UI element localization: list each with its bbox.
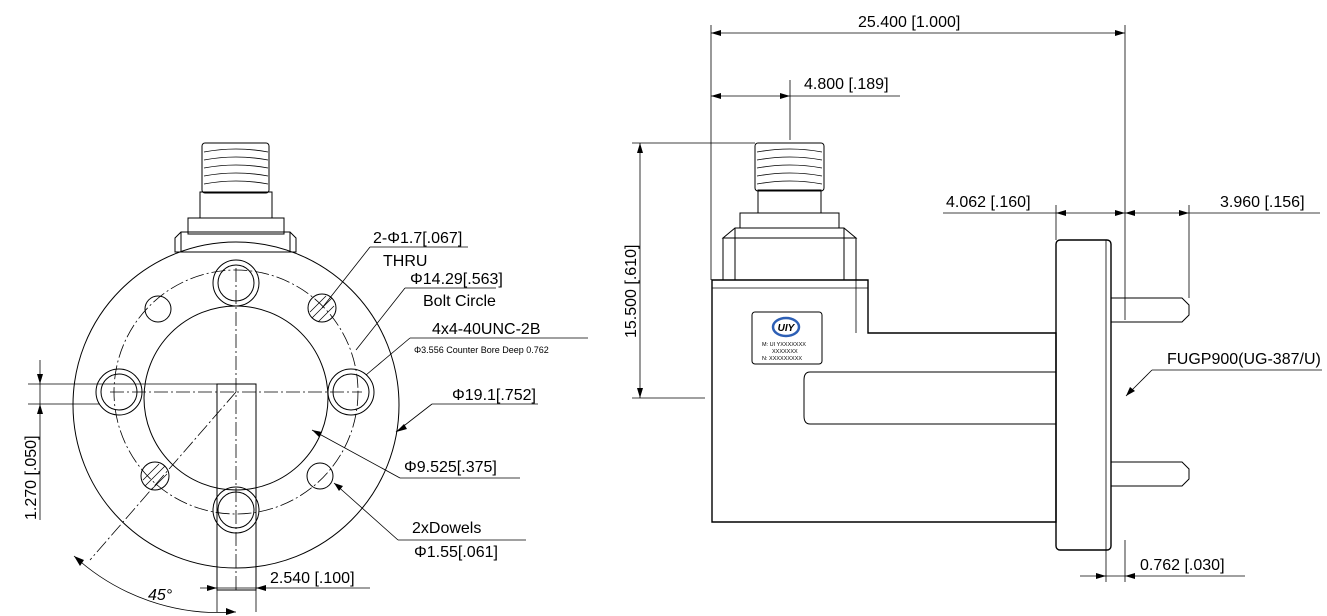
bore-dia-callout: Φ9.525[.375] (404, 459, 497, 476)
thread-callout-2: Φ3.556 Counter Bore Deep 0.762 (414, 345, 549, 355)
flange-thickness-text: 4.062 [.160] (946, 194, 1031, 211)
label-line-2: XXXXXXX (772, 349, 798, 355)
angle-dim-text: 45° (148, 587, 173, 604)
pin-length-text: 3.960 [.156] (1220, 194, 1305, 211)
product-label: UIY M: UI YXXXXXXX XXXXXXX N: XXXXXXXXX (751, 311, 823, 365)
thread-callout-1: 4x4-40UNC-2B (432, 321, 540, 338)
flange-dia-callout: Φ19.1[.752] (452, 387, 536, 404)
pin-top (1111, 297, 1190, 323)
side-view: UIY M: UI YXXXXXXX XXXXXXX N: XXXXXXXXX … (623, 14, 1322, 582)
front-callouts: 2-Φ1.7[.067] THRU Φ14.29[.563] Bolt Circ… (311, 230, 588, 561)
hole-callout-1: 2-Φ1.7[.067] (373, 230, 462, 247)
connector-front (174, 142, 297, 253)
bolt-holes (95, 259, 375, 534)
offset-dim-text: 1.270 [.050] (23, 435, 40, 520)
side-flange (1055, 239, 1112, 551)
adapter-body (711, 279, 1057, 523)
flange-type-text: FUGP900(UG-387/U) (1167, 351, 1321, 368)
label-line-1: M: UI YXXXXXXX (762, 342, 806, 348)
flange-pin-dimensions: 4.062 [.160] 3.960 [.156] (943, 194, 1320, 298)
front-view: 1.270 [.050] 2.540 [.100] 45° 2-Φ1.7[.06… (23, 142, 588, 615)
dowels (144, 295, 334, 490)
offset-dimension: 1.270 [.050] (23, 360, 217, 520)
label-line-3: N: XXXXXXXXX (762, 356, 802, 362)
hole-callout-2: THRU (383, 253, 427, 270)
bolt-circle-callout-2: Bolt Circle (423, 293, 496, 310)
pin-bottom (1111, 461, 1190, 487)
overall-dimension: 25.400 [1.000] (710, 14, 1126, 320)
width-dim-text: 2.540 [.100] (270, 570, 355, 587)
angle-dimension: 45° (73, 555, 237, 615)
connector-side (721, 142, 858, 281)
bolt-circle-callout-1: Φ14.29[.563] (410, 271, 503, 288)
flange-type-callout: FUGP900(UG-387/U) (1125, 351, 1322, 397)
connector-offset-dimension: 4.800 [.189] (711, 76, 900, 140)
waveguide-channel (803, 371, 1056, 425)
gap-dimension: 0.762 [.030] (1080, 540, 1245, 582)
gap-dim-text: 0.762 [.030] (1140, 557, 1225, 574)
overall-dim-text: 25.400 [1.000] (858, 14, 960, 31)
waveguide-aperture (216, 383, 257, 591)
width-dimension: 2.540 [.100] (200, 570, 370, 612)
connector-offset-text: 4.800 [.189] (804, 76, 889, 93)
height-dim-text: 15.500 [.610] (623, 245, 640, 338)
height-dimension: 15.500 [.610] (623, 142, 755, 399)
brand-logo (771, 316, 801, 338)
dowels-callout-1: 2xDowels (412, 520, 481, 537)
brand-logo-text: UIY (778, 323, 796, 334)
dowels-callout-2: Φ1.55[.061] (414, 544, 498, 561)
